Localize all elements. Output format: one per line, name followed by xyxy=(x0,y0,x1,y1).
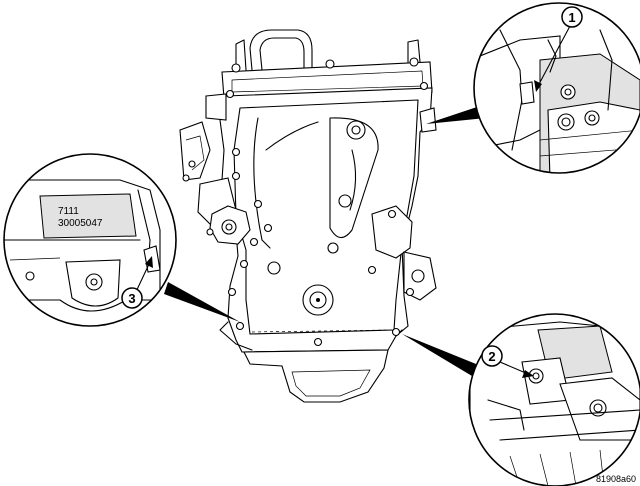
detail-view-1 xyxy=(473,2,640,174)
oil-pan xyxy=(243,349,389,403)
svg-text:3: 3 xyxy=(128,291,135,306)
callout-2: 2 xyxy=(481,345,503,367)
svg-text:7111: 7111 xyxy=(58,206,79,217)
detail-view-3 xyxy=(3,153,177,327)
svg-text:30005047: 30005047 xyxy=(58,218,103,229)
part-number-stamp: 7111 30005047 xyxy=(58,206,103,229)
detail-view-2 xyxy=(468,313,640,486)
callout-1: 1 xyxy=(561,6,583,28)
svg-text:1: 1 xyxy=(568,10,575,25)
svg-text:2: 2 xyxy=(488,349,495,364)
cover-bolts xyxy=(182,57,429,347)
callout-3: 3 xyxy=(121,287,143,309)
figure-id: 81908a60 xyxy=(596,474,636,484)
detail-leaders xyxy=(164,106,486,376)
engine-front-view xyxy=(179,29,437,403)
